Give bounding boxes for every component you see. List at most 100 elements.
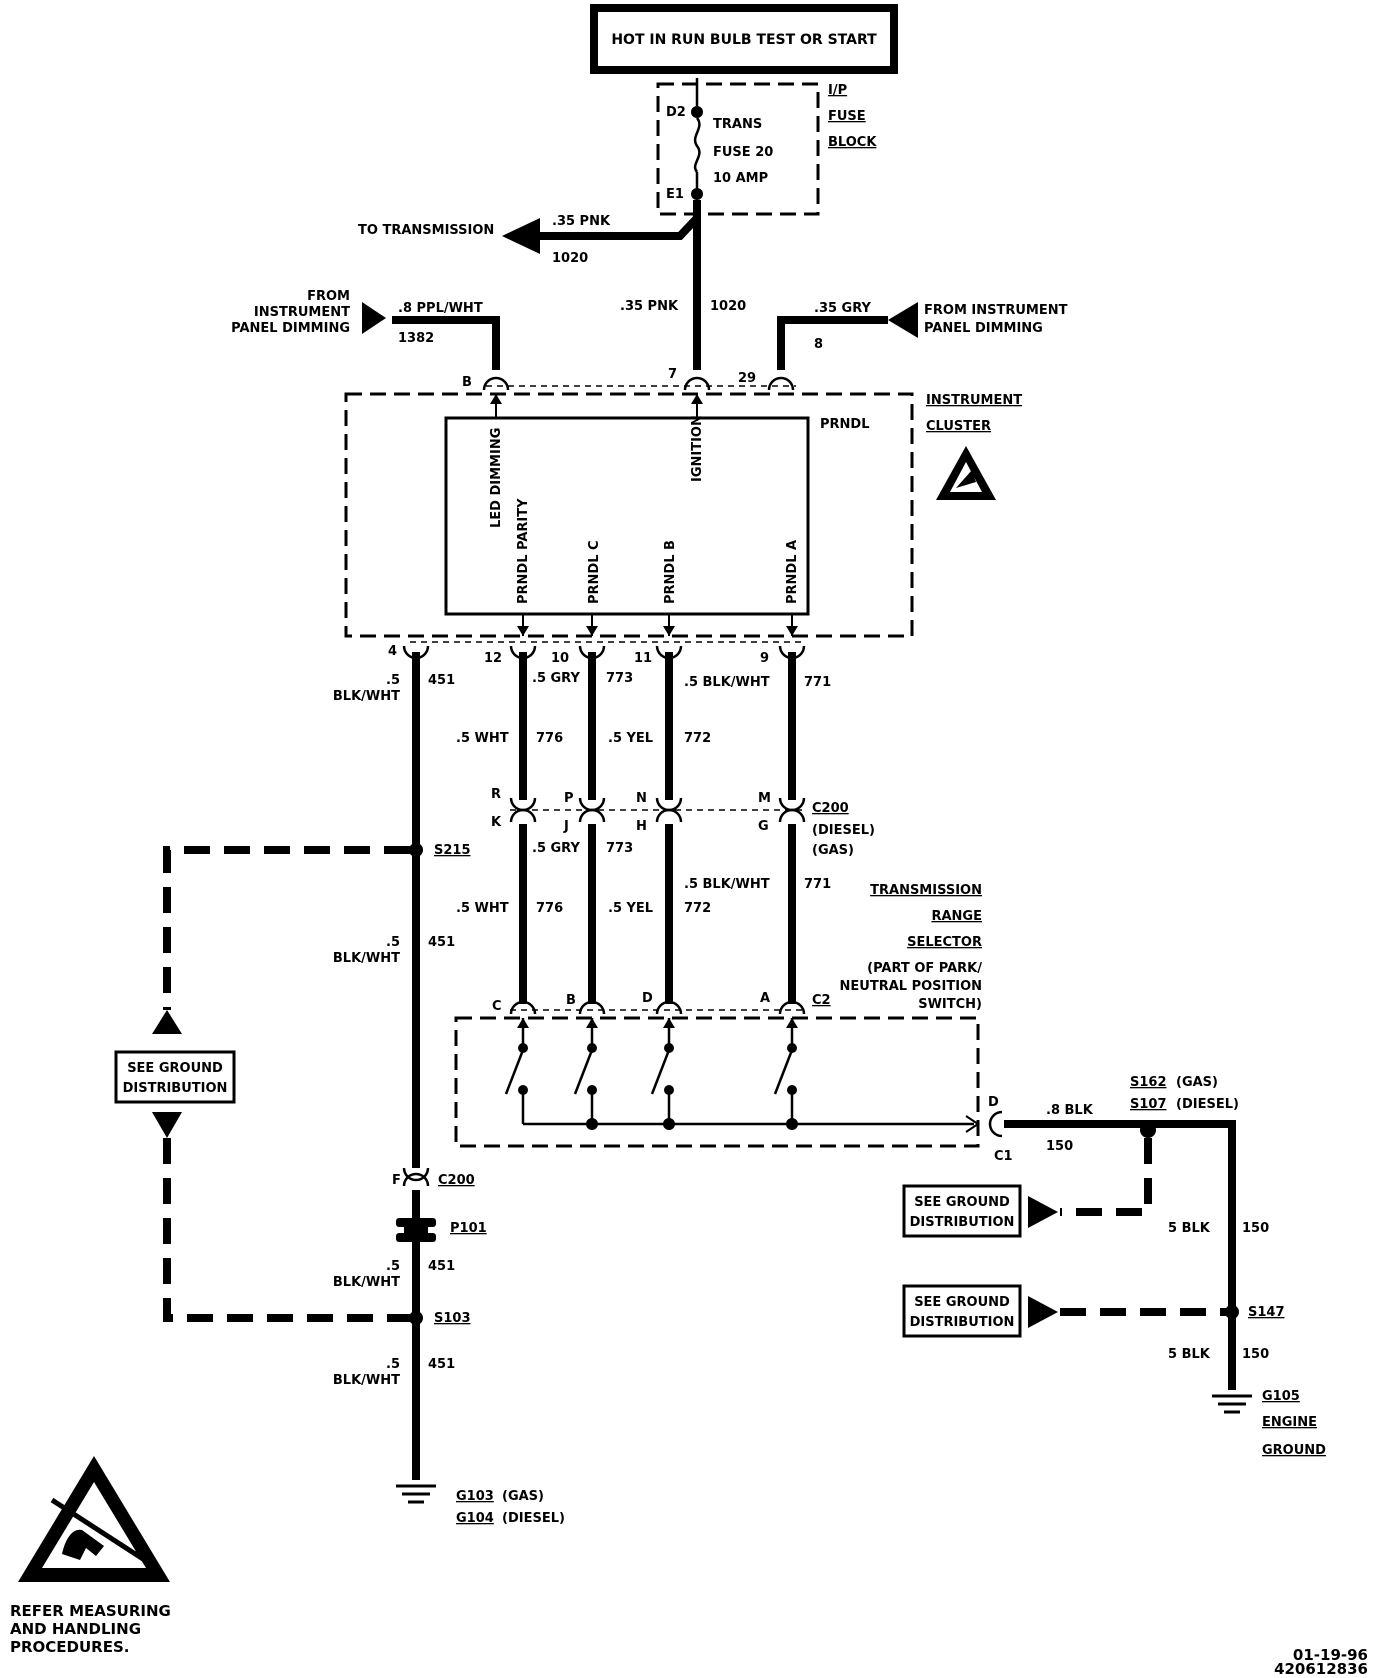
see-ground-left-1: SEE GROUND: [127, 1061, 223, 1076]
dimming-input-right: FROM INSTRUMENT PANEL DIMMING .35 GRY 8: [777, 301, 1068, 370]
wht-wire-lower: .5 WHT: [456, 901, 509, 916]
g104-label: G104: [456, 1511, 494, 1526]
esd-warning-icon: [936, 446, 996, 500]
s147-label: S147: [1248, 1305, 1285, 1320]
footer-date: 01-19-96: [1293, 1646, 1368, 1664]
gry-wire-circuit-lower: 773: [606, 841, 633, 856]
dimming-right-from-1: FROM INSTRUMENT: [924, 303, 1068, 318]
c200-connector-upper: R P N M K J H G C200 (DIESEL) (GAS): [491, 787, 875, 858]
selector-note-2: NEUTRAL POSITION: [840, 979, 982, 994]
right-gnd-wire1: .8 BLK: [1046, 1103, 1094, 1118]
selector-connector-c1: C1: [994, 1149, 1013, 1164]
gnd-seg2-gauge: .5: [386, 1357, 400, 1372]
fuse-block-title-2: FUSE: [828, 109, 866, 124]
yel-wire-lower: .5 YEL: [608, 901, 653, 916]
dimming-input-left: FROM INSTRUMENT PANEL DIMMING .8 PPL/WHT…: [231, 289, 500, 370]
selector-pin-a: A: [760, 991, 770, 1006]
c200-upper-diesel: (DIESEL): [812, 823, 875, 838]
s107-note: (DIESEL): [1176, 1097, 1239, 1112]
cluster-title-1: INSTRUMENT: [926, 393, 1022, 408]
cluster-bottom-connectors: 4 12 10 11 9: [388, 614, 806, 666]
dimming-left-from-2: INSTRUMENT: [254, 305, 350, 320]
prndl-b-label: PRNDL B: [663, 540, 678, 604]
fuse-block-title-1: I/P: [828, 83, 847, 98]
wires-cluster-to-c200: [412, 652, 796, 1168]
gnd-seg1-circuit: 451: [428, 1259, 455, 1274]
cluster-top-connectors: B 7 29: [462, 367, 796, 391]
gnd-seg1-color: BLK/WHT: [333, 1275, 400, 1290]
s162-note: (GAS): [1176, 1075, 1218, 1090]
fuse-block-title-3: BLOCK: [828, 135, 877, 150]
c200-upper-name: C200: [812, 801, 849, 816]
footer-code: 420612836: [1274, 1660, 1368, 1678]
power-source-label: HOT IN RUN BULB TEST OR START: [611, 32, 877, 48]
dimming-left-from-1: FROM: [307, 289, 350, 304]
s103-label: S103: [434, 1311, 471, 1326]
right-gnd-wire3: 5 BLK: [1168, 1347, 1211, 1362]
instrument-cluster: PRNDL INSTRUMENT CLUSTER LED DIMMING IGN…: [344, 392, 1022, 638]
c200-pin-g: G: [758, 819, 769, 834]
see-ground-right2-2: DISTRIBUTION: [910, 1315, 1015, 1330]
selector-note-1: (PART OF PARK/: [867, 961, 982, 976]
blkwht-wire-upper: .5 BLK/WHT: [684, 675, 770, 690]
c200-pin-n: N: [636, 791, 647, 806]
right-gnd-wire1-circuit: 150: [1046, 1139, 1073, 1154]
dimming-left-wire: .8 PPL/WHT: [398, 301, 483, 316]
prndl-parity-label: PRNDL PARITY: [516, 498, 531, 604]
c200-upper-gas: (GAS): [812, 843, 854, 858]
lower-wire-labels: .5 GRY 773 .5 BLK/WHT 771 .5 WHT 776 .5 …: [456, 841, 831, 916]
selector-title-2: RANGE: [931, 909, 982, 924]
s162-label: S162: [1130, 1075, 1167, 1090]
gnd-seg2-color: BLK/WHT: [333, 1373, 400, 1388]
gry-wire-lower: .5 GRY: [532, 841, 580, 856]
c200-pin-h: H: [636, 819, 647, 834]
g105-engine: ENGINE: [1262, 1415, 1317, 1430]
ignition-wire: TO TRANSMISSION .35 PNK 1020 .35 PNK 102…: [358, 200, 746, 370]
wires-c200-to-selector: [519, 824, 796, 1004]
yel-wire-upper: .5 YEL: [608, 731, 653, 746]
left-ground-distribution: SEE GROUND DISTRIBUTION: [114, 846, 410, 1322]
see-ground-right1-2: DISTRIBUTION: [910, 1215, 1015, 1230]
g105-ground: GROUND: [1262, 1443, 1326, 1458]
c200-lower-pin-f: F: [392, 1173, 401, 1188]
yel-wire-circuit-upper: 772: [684, 731, 711, 746]
see-ground-left-2: DISTRIBUTION: [123, 1081, 228, 1096]
transmission-range-selector: TRANSMISSION RANGE SELECTOR (PART OF PAR…: [454, 883, 1013, 1164]
s215-wire-gauge: .5: [386, 935, 400, 950]
ground-symbol-g105: [1212, 1394, 1252, 1414]
s215-label: S215: [434, 843, 471, 858]
ignition-wire-circuit: 1020: [710, 299, 746, 314]
fuse-name: TRANS: [713, 117, 762, 132]
gnd-wire-circuit-1: 451: [428, 673, 455, 688]
cluster-module-label: PRNDL: [820, 417, 870, 432]
selector-connector-c2: C2: [812, 993, 831, 1008]
gnd-wire-gauge-1: .5: [386, 673, 400, 688]
gnd-seg2-circuit: 451: [428, 1357, 455, 1372]
s215-wire-color: BLK/WHT: [333, 951, 400, 966]
blkwht-wire-circuit-upper: 771: [804, 675, 831, 690]
s215-wire-circuit: 451: [428, 935, 455, 950]
prndl-a-label: PRNDL A: [785, 540, 800, 604]
c200-lower-name: C200: [438, 1173, 475, 1188]
selector-pin-out-d: D: [988, 1095, 999, 1110]
gnd-wire-color-1: BLK/WHT: [333, 689, 400, 704]
led-dimming-label: LED DIMMING: [489, 428, 504, 528]
esd-note-1: REFER MEASURING: [10, 1602, 171, 1620]
g103-note: (GAS): [502, 1489, 544, 1504]
cluster-title-2: CLUSTER: [926, 419, 991, 434]
blkwht-wire-lower: .5 BLK/WHT: [684, 877, 770, 892]
g103-label: G103: [456, 1489, 494, 1504]
wht-wire-upper: .5 WHT: [456, 731, 509, 746]
selector-pin-c: C: [492, 999, 502, 1014]
cluster-pin-9: 9: [760, 651, 769, 666]
power-source-box: HOT IN RUN BULB TEST OR START: [590, 4, 898, 74]
cluster-pin-11: 11: [634, 651, 652, 666]
right-gnd-wire3-circuit: 150: [1242, 1347, 1269, 1362]
fuse-block: D2 E1 TRANS FUSE 20 10 AMP I/P FUSE BLOC…: [656, 78, 877, 216]
selector-pin-b: B: [566, 993, 576, 1008]
right-gnd-wire2: 5 BLK: [1168, 1221, 1211, 1236]
blkwht-wire-circuit-lower: 771: [804, 877, 831, 892]
selector-title-1: TRANSMISSION: [870, 883, 982, 898]
cluster-pin-4: 4: [388, 644, 397, 659]
dimming-left-circuit: 1382: [398, 331, 434, 346]
